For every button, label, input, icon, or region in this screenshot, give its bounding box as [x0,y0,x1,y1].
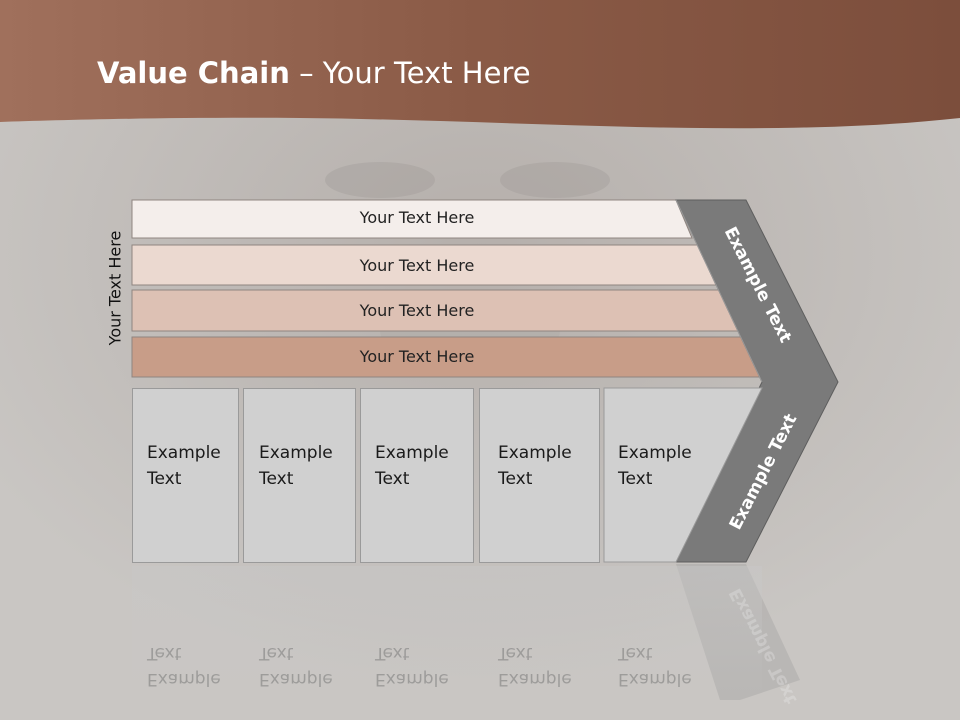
column-reflection-5: Example Text [618,643,692,689]
column-reflection-2: Example Text [259,643,333,689]
column-text-1: Example Text [147,443,221,489]
column-box-4 [479,388,600,563]
column-box-1 [132,388,239,563]
column-box-2 [243,388,356,563]
column-text-5: Example Text [618,443,692,489]
row-bar-1 [131,199,693,239]
chevron-reflection [676,564,800,700]
columns-reflection [132,566,762,696]
slide-title: Value Chain – Your Text Here [97,56,531,90]
column-reflection-3: Example Text [375,643,449,689]
column-text-3: Example Text [375,443,449,489]
column-box-3 [360,388,474,563]
column-reflection-1: Example Text [147,643,221,689]
column-reflection-4: Example Text [498,643,572,689]
title-rest: – Your Text Here [289,56,531,90]
row-label-1: Your Text Here [359,208,475,227]
row-label-3: Your Text Here [359,301,475,320]
column-text-2: Example Text [259,443,333,489]
title-bold: Value Chain [97,56,290,90]
row-label-2: Your Text Here [359,256,475,275]
column-text-4: Example Text [498,443,572,489]
row-label-4: Your Text Here [359,347,475,366]
